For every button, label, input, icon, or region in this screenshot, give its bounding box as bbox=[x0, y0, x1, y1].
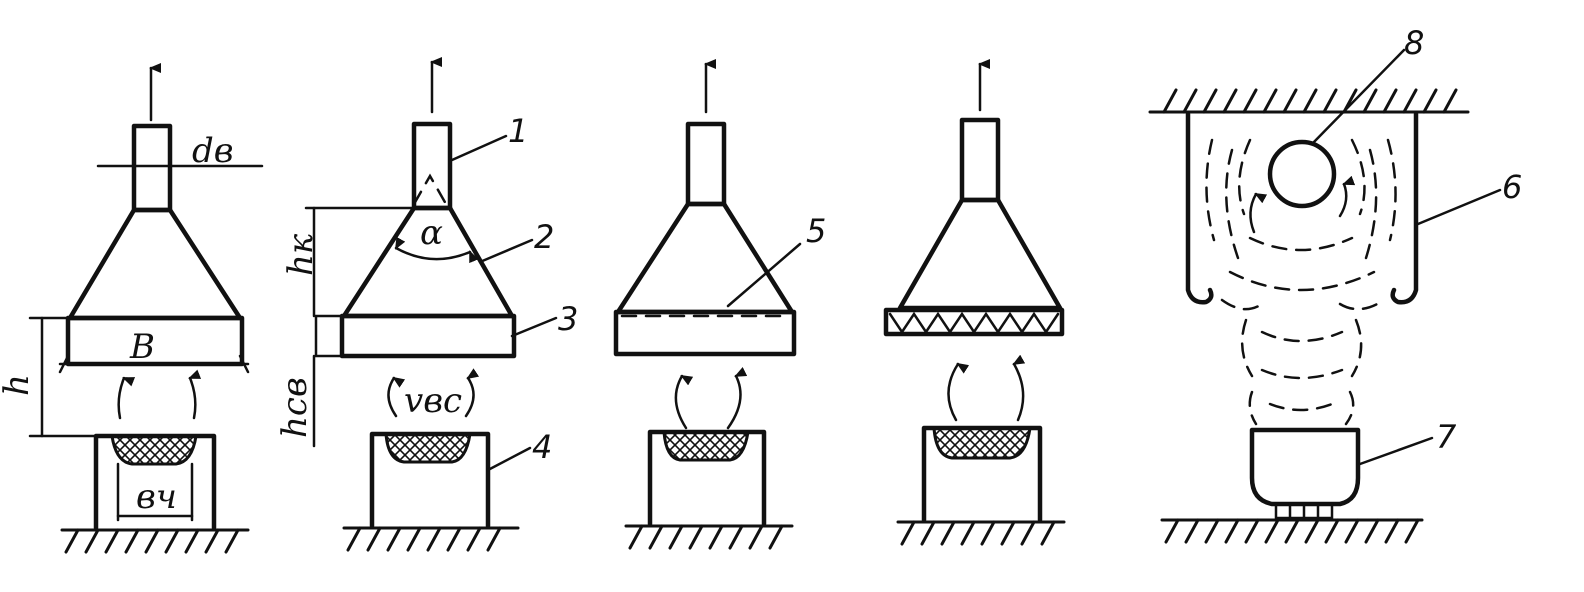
leader-2 bbox=[478, 238, 534, 264]
label-gap-height: hсв bbox=[275, 377, 315, 438]
label-height-h: h bbox=[0, 374, 37, 396]
suction-velocity-arrow-right bbox=[464, 368, 480, 418]
leader-4 bbox=[486, 446, 532, 472]
rising-air-arrow-left bbox=[674, 374, 694, 430]
heat-source-mesh bbox=[932, 426, 1032, 460]
label-hood-width: B bbox=[129, 327, 155, 367]
figure-5-ceiling-canopy: 8 6 7 bbox=[1148, 24, 1522, 544]
ground-hatch-2 bbox=[342, 526, 520, 552]
hood-cone bbox=[897, 197, 1063, 311]
cone-apex-dashed bbox=[412, 173, 448, 206]
angle-arc bbox=[394, 236, 479, 264]
heat-source-crucible bbox=[1249, 427, 1361, 507]
label-source-width: вч bbox=[136, 477, 177, 517]
canopy-wall-right bbox=[1390, 111, 1419, 305]
hood-cone bbox=[67, 207, 243, 321]
width-tick-right bbox=[238, 354, 250, 374]
exhaust-duct bbox=[959, 117, 1001, 203]
rising-air-arrow-right bbox=[726, 367, 748, 430]
heat-source-mesh bbox=[110, 434, 198, 466]
rising-air-arrow-left bbox=[947, 362, 970, 422]
leader-3 bbox=[510, 316, 558, 338]
label-duct-diameter: dв bbox=[192, 131, 234, 171]
leader-6 bbox=[1416, 188, 1502, 226]
rising-air-arrow-left bbox=[117, 376, 136, 420]
rising-air-arrow-right bbox=[188, 369, 202, 420]
callout-1: 1 bbox=[508, 112, 528, 150]
louver-zigzag bbox=[888, 311, 1060, 335]
label-suction-velocity: vвс bbox=[404, 381, 462, 421]
callout-6: 6 bbox=[1502, 168, 1522, 206]
ground-hatch-4 bbox=[896, 520, 1066, 546]
heat-source-mesh bbox=[662, 430, 750, 462]
hood-skirt bbox=[613, 309, 797, 357]
exhaust-duct bbox=[685, 121, 727, 207]
callout-4: 4 bbox=[532, 428, 552, 466]
exhaust-opening bbox=[1267, 139, 1337, 209]
heat-source-mesh bbox=[384, 432, 472, 464]
hood-cone bbox=[615, 201, 795, 315]
skirt-end-section bbox=[314, 314, 344, 358]
callout-5: 5 bbox=[806, 212, 826, 250]
suction-velocity-arrow-left bbox=[387, 376, 406, 418]
ground-hatch-5 bbox=[1160, 518, 1424, 544]
label-hood-height: hк bbox=[281, 233, 321, 276]
callout-3: 3 bbox=[558, 300, 578, 338]
ground-hatch-1 bbox=[60, 528, 250, 554]
leader-8 bbox=[1310, 48, 1406, 146]
callout-7: 7 bbox=[1436, 418, 1457, 456]
plume-arrow-left bbox=[1249, 192, 1268, 234]
callout-2: 2 bbox=[534, 218, 554, 256]
figure-3-hood-with-screen: 5 bbox=[613, 59, 826, 550]
width-tick-left bbox=[58, 354, 70, 374]
hood-skirt bbox=[339, 313, 517, 359]
figure-2-dimensioned-hood: α hк hсв vвс 1 2 3 4 bbox=[275, 57, 578, 552]
leader-5 bbox=[726, 242, 802, 308]
plume-arrow-right bbox=[1338, 175, 1356, 218]
leader-7 bbox=[1358, 436, 1434, 466]
hood-skirt bbox=[65, 315, 245, 367]
callout-8: 8 bbox=[1404, 24, 1424, 62]
figure-4-hood-with-louver bbox=[883, 59, 1066, 546]
ceiling-hatch bbox=[1148, 88, 1470, 114]
rising-air-arrow-right bbox=[1012, 354, 1026, 422]
canopy-wall-left bbox=[1185, 111, 1214, 305]
exhaust-duct bbox=[131, 123, 173, 213]
figure-1-basic-hood: dв B h вч bbox=[0, 63, 264, 554]
leader-1 bbox=[450, 134, 508, 162]
label-angle: α bbox=[420, 213, 443, 253]
ground-hatch-3 bbox=[624, 524, 794, 550]
smoke-plume bbox=[1205, 138, 1397, 426]
